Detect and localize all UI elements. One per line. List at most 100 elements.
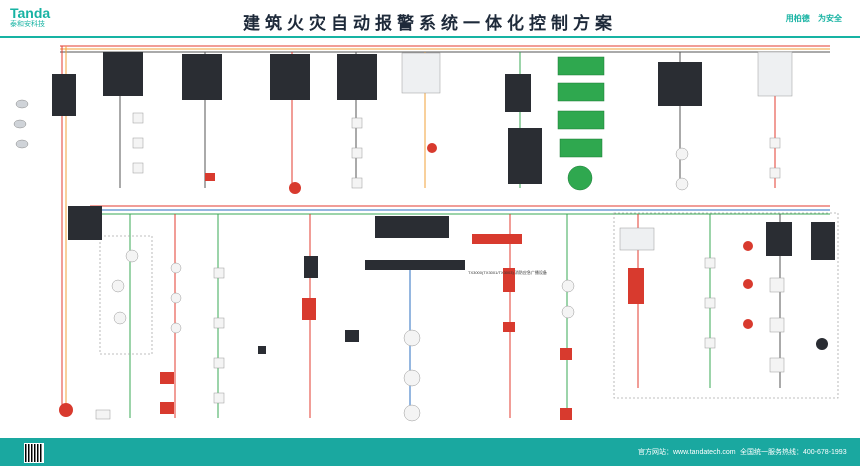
module-icon (769, 277, 785, 293)
module-icon (213, 392, 225, 404)
smoke-detector-icon (170, 322, 182, 334)
region-detectors (99, 235, 153, 355)
speaker-icon (403, 369, 421, 387)
smoke-detector-icon (675, 147, 689, 161)
keypad-icon (345, 330, 359, 342)
main-controller-cabinet (68, 206, 102, 240)
module-icon (769, 167, 781, 179)
camera-icon (15, 99, 29, 109)
region-gas (613, 212, 839, 399)
speaker-cabinet-icon (304, 256, 318, 278)
sound-light-alarm-icon (302, 298, 316, 320)
manual-call-point-icon (560, 408, 572, 420)
elevator-monitor-cabinet (658, 62, 702, 106)
exit-sign-icon (557, 82, 605, 102)
exit-signs (557, 56, 605, 191)
logo-main: Tanda (10, 5, 51, 21)
camera-dome-icon (816, 338, 828, 350)
module-icon (351, 147, 363, 159)
broadcast-unit-2 (365, 260, 465, 270)
light-panels (401, 51, 793, 251)
manual-call-point-icon (160, 372, 174, 384)
module-icon (132, 162, 144, 174)
speaker-icon (403, 404, 421, 422)
exit-sign-round-icon (567, 165, 593, 191)
power-monitor-cabinet (505, 74, 531, 112)
fire-panel-1 (103, 52, 143, 96)
manual-call-point-icon (160, 402, 174, 414)
smoke-detector-icon (561, 279, 575, 293)
slogan: 用柏德 为安全 (780, 13, 842, 24)
module-icon (132, 137, 144, 149)
smoke-detector-icon (561, 305, 575, 319)
gas-panel-cabinet-2 (811, 222, 835, 260)
module-icon (132, 112, 144, 124)
broadcast-unit (375, 216, 449, 238)
slogan-right: 为安全 (818, 14, 842, 23)
alarm-beacon-icon (743, 241, 753, 251)
monitor-icon (95, 409, 111, 420)
exit-sign-icon (557, 56, 605, 76)
smoke-detector-icon (170, 292, 182, 304)
slogan-left: 用柏德 (785, 14, 810, 23)
broadcast-panel (619, 227, 655, 251)
alarm-beacon-icon (427, 143, 437, 153)
footer-hotline: 全国统一服务热线：400-678-1993 (740, 449, 847, 456)
qr-code-icon (24, 443, 44, 463)
accessories (258, 256, 828, 354)
manual-call-point-icon (503, 322, 515, 332)
module-icon (213, 267, 225, 279)
brand-logo: Tanda 泰和安科技 (10, 6, 50, 29)
module-icon (769, 137, 781, 149)
door-holder-icon (258, 346, 266, 354)
camera-icon (15, 139, 29, 149)
module-icon (704, 257, 716, 269)
gas-display-panel (757, 51, 793, 97)
fire-panel-4 (337, 54, 377, 100)
module-icon (704, 337, 716, 349)
speaker-icon (403, 329, 421, 347)
module-icon (704, 297, 716, 309)
smoke-detector-icon (675, 177, 689, 191)
module-icon (769, 357, 785, 373)
camera-icon (13, 119, 27, 129)
alarm-bell-icon (205, 173, 215, 181)
system-diagram: TX3000(TX3001/TX3003) 消防应急广播设备 (13, 45, 839, 422)
exit-sign-icon (559, 138, 603, 158)
smoke-detector-icon (125, 249, 139, 263)
footer-website[interactable]: 官方网站：www.tandatech.com (638, 449, 736, 456)
gas-panel-cabinet (766, 222, 792, 256)
cloud-icon (59, 403, 73, 417)
door-monitor-panel (401, 52, 441, 94)
module-icon (769, 317, 785, 333)
module-icon (351, 117, 363, 129)
broadcast-label: TX3000(TX3001/TX3003) 消防应急广播设备 (468, 269, 547, 275)
smoke-detector-icon (111, 279, 125, 293)
evacuation-host-cabinet (508, 128, 542, 184)
header: Tanda 泰和安科技 建筑火灾自动报警系统一体化控制方案 用柏德 为安全 (0, 0, 860, 38)
region-boxes (99, 212, 839, 399)
exit-sign-icon (557, 110, 605, 130)
alarm-beacon-icon (289, 182, 301, 194)
fire-panel-2 (182, 54, 222, 100)
alarm-beacon-icon (743, 279, 753, 289)
smoke-detector-icon (170, 262, 182, 274)
camera-group (13, 99, 29, 149)
sound-light-alarm-icon (503, 268, 515, 292)
module-icon (213, 317, 225, 329)
manual-call-point-icon (560, 348, 572, 360)
fire-panel-3 (270, 54, 310, 100)
gas-cylinder-icon (628, 268, 644, 304)
module-icon (351, 177, 363, 189)
logo-sub: 泰和安科技 (10, 21, 45, 28)
cabinets (52, 52, 835, 270)
page-title: 建筑火灾自动报警系统一体化控制方案 (243, 14, 617, 33)
module-icon (213, 357, 225, 369)
footer: 官方网站：www.tandatech.com 全国统一服务热线：400-678-… (0, 438, 860, 466)
red-devices (59, 143, 753, 420)
graphic-display-cabinet (52, 74, 76, 116)
smoke-detector-icon (113, 311, 127, 325)
detectors (95, 112, 785, 422)
extinguisher-bar-icon (472, 234, 522, 244)
alarm-beacon-icon (743, 319, 753, 329)
